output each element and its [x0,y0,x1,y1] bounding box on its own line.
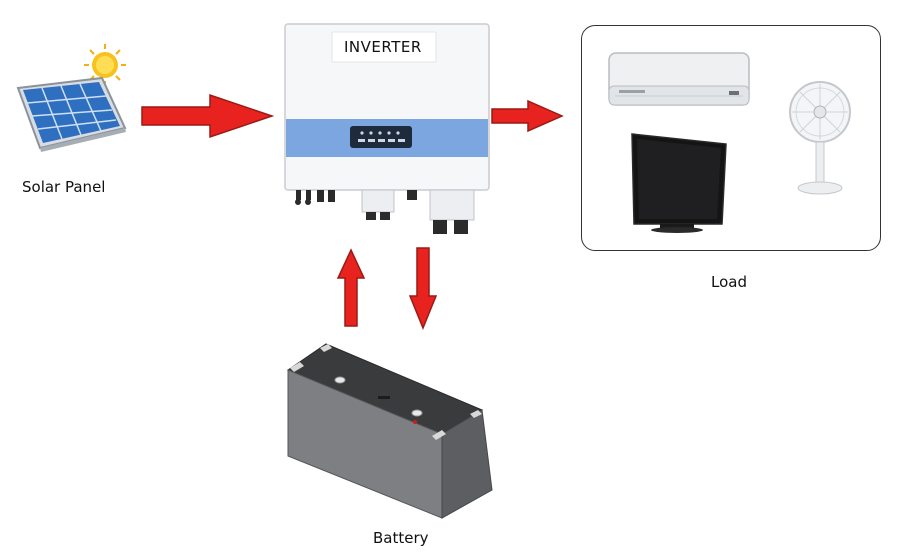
arrow-solar-to-inverter [140,93,275,139]
arrow-battery-to-inverter [336,248,366,328]
arrow-inverter-to-battery [408,246,438,330]
solar-panel-icon [16,76,127,152]
battery-icon [282,340,498,522]
fan-icon [789,81,851,195]
load-box [581,25,881,251]
solar-panel-label: Solar Panel [22,178,106,196]
arrow-inverter-to-load [490,99,565,133]
inverter-icon [282,22,492,242]
solar-panel-illustration [10,40,130,155]
tv-icon [631,133,727,233]
inverter-title: INVERTER [344,38,422,56]
air-conditioner-icon [608,52,750,106]
battery-label: Battery [373,529,429,547]
load-label: Load [711,273,747,291]
